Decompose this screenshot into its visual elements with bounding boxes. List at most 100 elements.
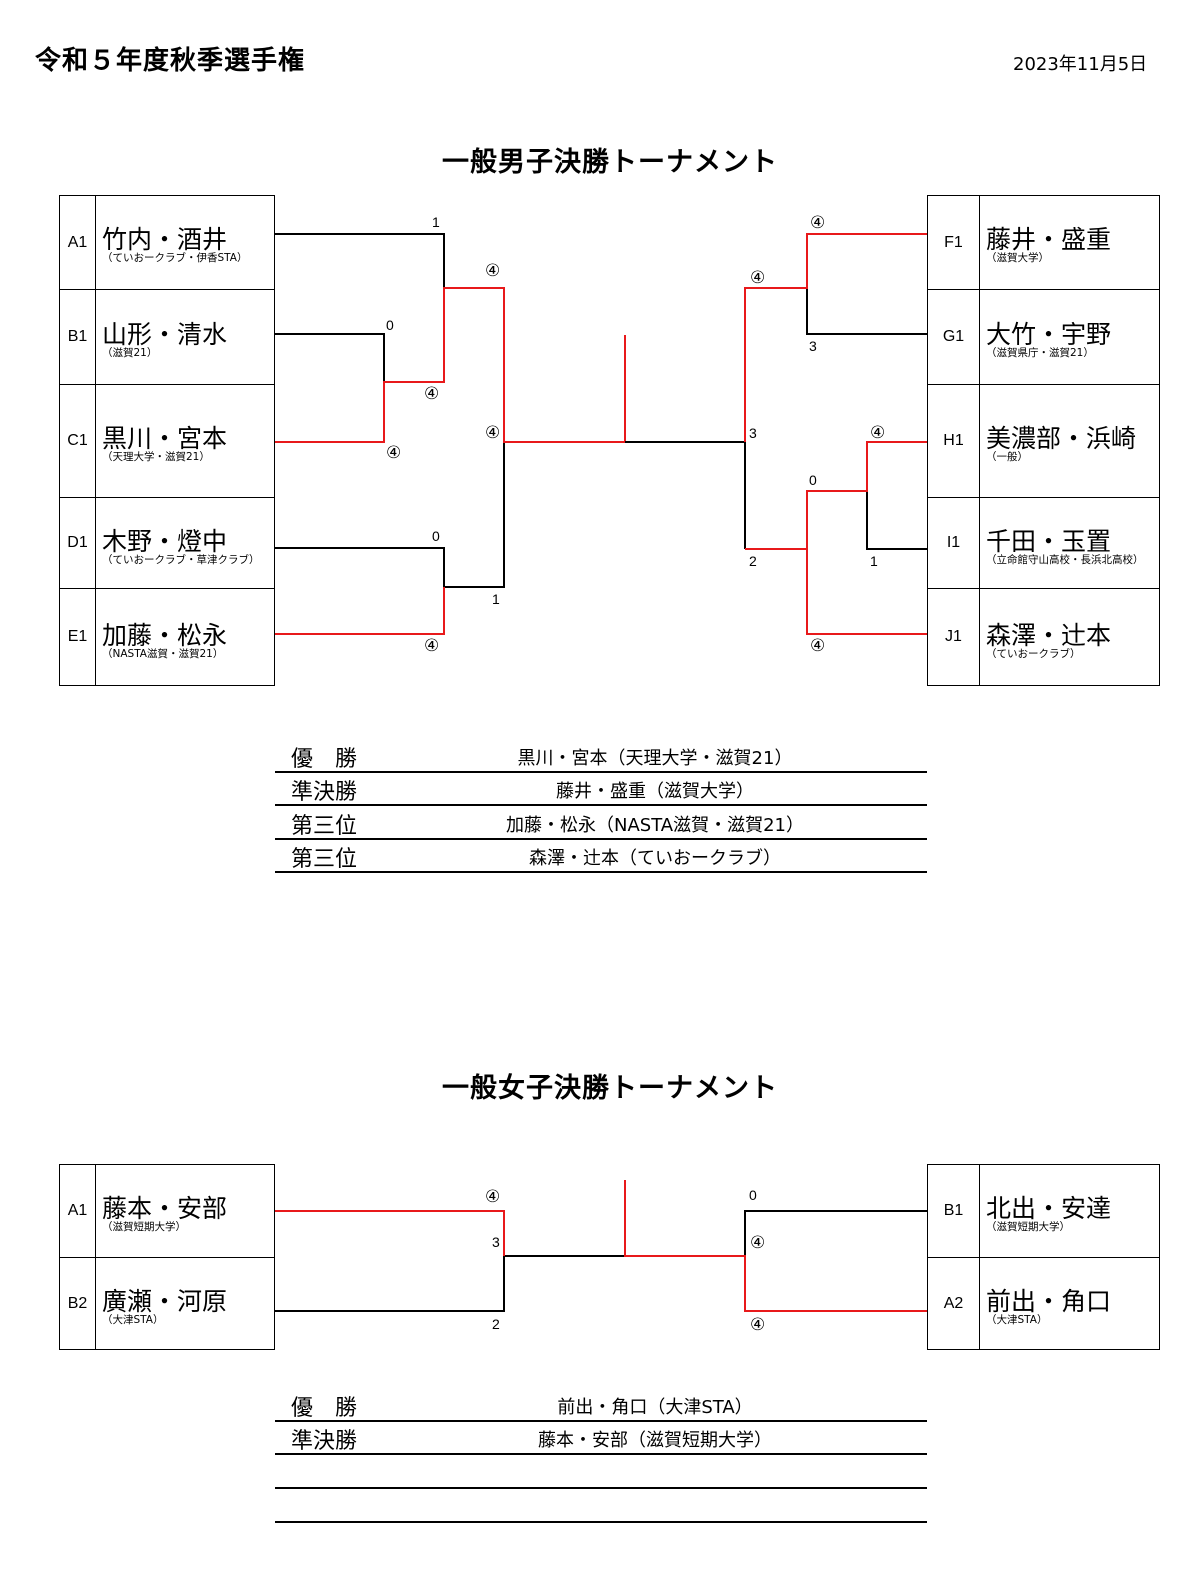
winner-line [806,549,927,635]
team-entry: J1 森澤・辻本 （ていおークラブ） [928,588,1159,685]
team-affiliation: （滋賀大学） [986,252,1049,264]
score-de-lose: 1 [492,591,500,607]
result-row: 優 勝 黒川・宮本（天理大学・滋賀21） [275,740,927,773]
team-entry: E1 加藤・松永 （NASTA滋賀・滋賀21） [60,588,274,685]
team-affiliation: （一般） [986,451,1028,463]
bracket-line [275,547,445,587]
team-name: 美濃部・浜崎 [986,424,1137,453]
result-row: 準決勝 藤井・盛重（滋賀大学） [275,773,927,806]
team-affiliation: （滋賀21） [102,347,158,359]
seed-label: E1 [60,589,96,685]
score-ac-win: ④ [485,261,501,280]
result-value: 森澤・辻本（ていおークラブ） [529,848,781,869]
result-row: 準決勝 藤本・安部（滋賀短期大学） [275,1422,927,1455]
result-value: 藤本・安部（滋賀短期大学） [538,1430,772,1451]
seed-label: B2 [60,1258,96,1349]
team-affiliation: （ていおークラブ・伊香STA） [102,252,248,264]
bracket-line [744,1210,927,1256]
result-row: 第三位 森澤・辻本（ていおークラブ） [275,840,927,873]
team-entry: C1 黒川・宮本 （天理大学・滋賀21） [60,384,274,497]
result-value: 加藤・松永（NASTA滋賀・滋賀21） [505,815,805,836]
score-w-b1: 0 [749,1187,757,1203]
winner-line [275,1210,505,1256]
document-date: 2023年11月5日 [1013,54,1148,75]
team-affiliation: （ていおークラブ） [986,648,1081,660]
winner-line [275,587,445,635]
score-w-a2: ④ [750,1315,766,1334]
seed-label: B1 [60,290,96,384]
seed-label: G1 [928,290,980,384]
result-value: 黒川・宮本（天理大学・滋賀21） [517,748,793,769]
seed-label: A1 [60,1165,96,1257]
document-title: 令和５年度秋季選手権 [35,46,306,76]
result-value: 藤井・盛重（滋賀大学） [556,781,754,802]
seed-label: D1 [60,498,96,588]
team-entry: A2 前出・角口 （大津STA） [928,1257,1159,1349]
seed-label: H1 [928,385,980,497]
score-fg-win: ④ [750,268,766,287]
team-name: 大竹・宇野 [986,320,1112,349]
team-entry: A1 藤本・安部 （滋賀短期大学） [60,1165,274,1257]
team-affiliation: （大津STA） [986,1314,1048,1326]
seed-label: A1 [60,196,96,289]
team-name: 廣瀬・河原 [102,1287,228,1316]
score-h1: ④ [870,423,886,442]
winner-line [744,233,927,442]
result-label: 第三位 [291,847,358,872]
team-name: 加藤・松永 [102,621,228,650]
team-affiliation: （滋賀県庁・滋賀21） [986,347,1094,359]
men-bracket-lines [275,233,927,635]
bracket-line [806,288,927,335]
score-a1: 1 [432,214,440,230]
result-value: 前出・角口（大津STA） [557,1397,753,1418]
team-entry: G1 大竹・宇野 （滋賀県庁・滋賀21） [928,289,1159,384]
score-hi-lose: 0 [809,472,817,488]
team-affiliation: （立命館守山高校・長浜北高校） [986,554,1144,566]
score-bc-win: ④ [424,384,440,403]
winner-line [624,1180,927,1312]
team-entry: B1 山形・清水 （滋賀21） [60,289,274,384]
score-g1: 3 [809,338,817,354]
score-w-a1: ④ [485,1187,501,1206]
seed-label: I1 [928,498,980,588]
team-affiliation: （NASTA滋賀・滋賀21） [102,648,224,660]
score-w-a1-final: 3 [492,1234,500,1250]
score-i1: 1 [870,553,878,569]
seed-label: C1 [60,385,96,497]
bracket-line [866,491,927,550]
score-e1: ④ [424,636,440,655]
team-name: 北出・安達 [986,1194,1112,1223]
seed-label: F1 [928,196,980,289]
score-j1: ④ [810,636,826,655]
bracket-line [275,333,385,382]
score-c1: ④ [386,443,402,462]
result-row [275,1456,927,1489]
team-affiliation: （ていおークラブ・草津クラブ） [102,554,260,566]
winner-line [745,441,927,550]
team-name: 前出・角口 [986,1287,1112,1316]
result-row [275,1490,927,1523]
team-entry: B1 北出・安達 （滋賀短期大学） [928,1165,1159,1257]
score-d1: 0 [432,528,440,544]
result-label: 第三位 [291,814,358,839]
team-affiliation: （大津STA） [102,1314,164,1326]
team-name: 黒川・宮本 [102,424,228,453]
women-right-team-table: B1 北出・安達 （滋賀短期大学） A2 前出・角口 （大津STA） [927,1164,1160,1350]
result-row: 優 勝 前出・角口（大津STA） [275,1389,927,1422]
team-affiliation: （滋賀短期大学） [102,1221,186,1233]
team-entry: H1 美濃部・浜崎 （一般） [928,384,1159,497]
result-row: 第三位 加藤・松永（NASTA滋賀・滋賀21） [275,807,927,840]
result-label: 優 勝 [291,1396,358,1421]
men-left-team-table: A1 竹内・酒井 （ていおークラブ・伊香STA） B1 山形・清水 （滋賀21）… [59,195,275,686]
team-name: 木野・燈中 [102,527,228,556]
team-entry: A1 竹内・酒井 （ていおークラブ・伊香STA） [60,196,274,289]
team-entry: B2 廣瀬・河原 （大津STA） [60,1257,274,1349]
team-entry: D1 木野・燈中 （ていおークラブ・草津クラブ） [60,497,274,588]
team-name: 藤本・安部 [102,1194,228,1223]
score-semi-left: ④ [485,423,501,442]
team-entry: F1 藤井・盛重 （滋賀大学） [928,196,1159,289]
seed-label: B1 [928,1165,980,1257]
score-semi-right: 3 [749,425,757,441]
score-w-b2: 2 [492,1316,500,1332]
team-name: 竹内・酒井 [102,225,228,254]
